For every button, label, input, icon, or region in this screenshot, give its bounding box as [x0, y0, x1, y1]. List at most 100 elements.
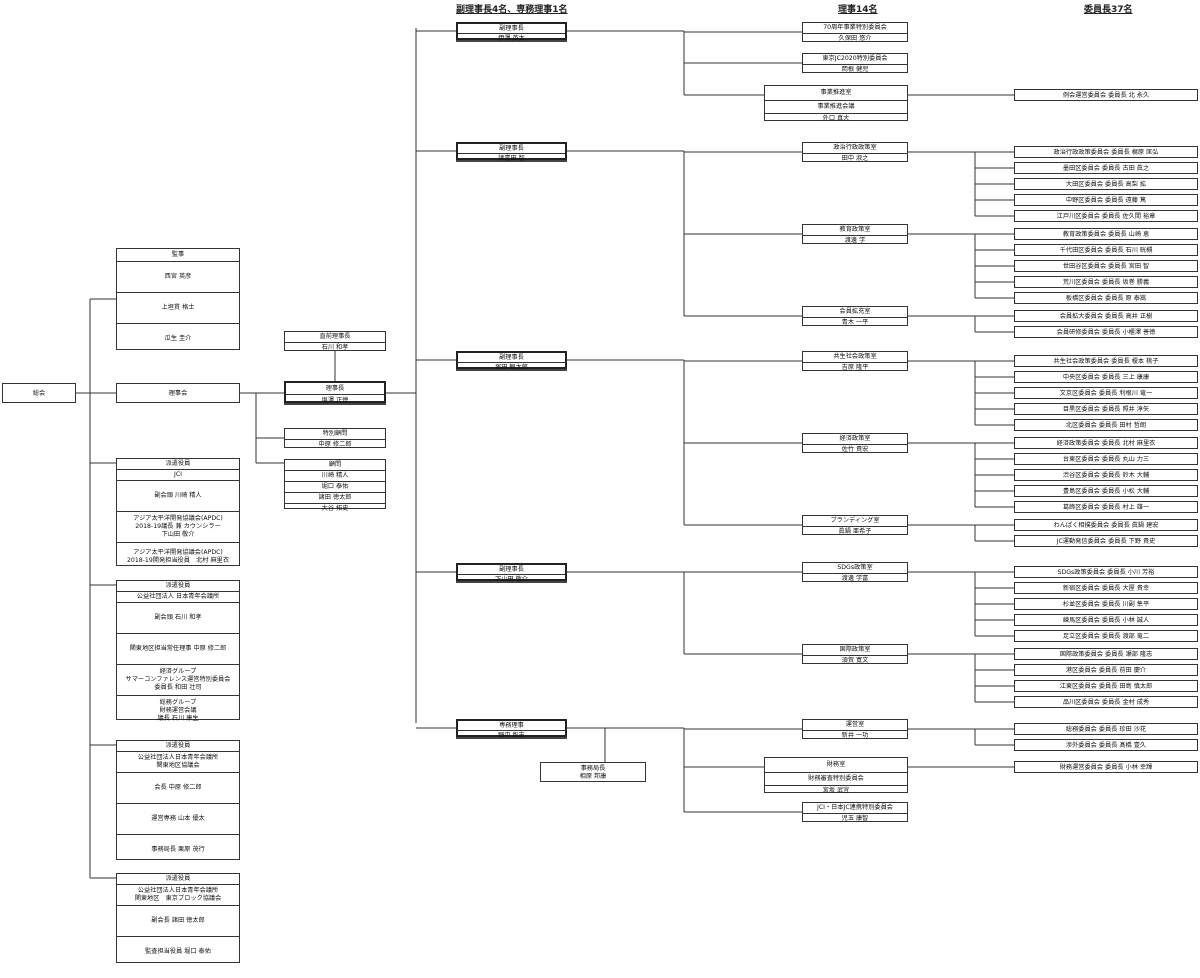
unit-title: SDGs政策室 — [837, 564, 873, 571]
managing-director-box: 専務理事野中 彰志 — [456, 719, 567, 739]
committee-chair-name: 千代田区委員会 委員長 石川 晄槻 — [1059, 247, 1153, 254]
dispatched-role: 会長 中原 修二郎 — [117, 772, 239, 803]
committee-chair-box: 北区委員会 委員長 田村 哲朗 — [1014, 419, 1198, 431]
committee-chair-name: JC運動発信委員会 委員長 下野 貴史 — [1056, 538, 1156, 545]
committee-chair-name: 新宿区委員会 委員長 大屋 貴幸 — [1062, 585, 1150, 592]
committee-chair-box: 会員拡大委員会 委員長 高井 正樹 — [1014, 310, 1198, 322]
committee-chair-box: 江戸川区委員会 委員長 佐久間 裕章 — [1014, 210, 1198, 222]
box-cell: 理事会 — [168, 390, 188, 397]
dispatched-title: 派遣役員 — [165, 742, 191, 749]
director-unit-box: 会員拡充室青木 一平 — [802, 306, 908, 326]
committee-chair-name: 墨田区委員会 委員長 古田 眞之 — [1062, 165, 1150, 172]
unit-title: ブランディング室 — [830, 517, 880, 524]
committee-chair-name: 江戸川区委員会 委員長 佐久間 裕章 — [1056, 213, 1156, 220]
committee-chair-box: 文京区委員会 委員長 利根川 竜一 — [1014, 387, 1198, 399]
dispatched-role: 関東地区担当常任理事 中原 修二郎 — [117, 633, 239, 664]
director-unit-box: 国際政策室須賀 寛文 — [802, 644, 908, 664]
vp-name: 諸富田 智 — [458, 153, 565, 163]
committee-chair-box: 教育政策委員会 委員長 山崎 恵 — [1014, 228, 1198, 240]
unit-title: 70周年事業特別委員会 — [823, 24, 887, 31]
committee-chair-box: 共生社会政策委員会 委員長 榎本 桃子 — [1014, 355, 1198, 367]
dispatched-org: JCI — [117, 469, 239, 480]
director-name: 岡根 健児 — [803, 64, 907, 75]
committee-chair-box: 目黒区委員会 委員長 照井 淳矢 — [1014, 403, 1198, 415]
committee-chair-name: 文京区委員会 委員長 利根川 竜一 — [1059, 390, 1153, 397]
committee-chair-name: 会員研修委員会 委員長 小櫃澤 善徳 — [1056, 329, 1156, 336]
committee-chair-name: 政治行政政策委員会 委員長 梶原 匡弘 — [1053, 149, 1159, 156]
director-name: 外口 真大 — [765, 113, 907, 124]
unit-title: 事業推進室 — [820, 89, 852, 96]
header-committee-chairs: 委員長37名 — [1084, 5, 1133, 15]
committee-chair-box: 品川区委員会 委員長 金村 成秀 — [1014, 696, 1198, 708]
president-box: 理事長塩澤 正徳 — [284, 381, 386, 406]
dispatched-role: 事務局長 栗原 茂行 — [117, 834, 239, 865]
committee-chair-name: 足立区委員会 委員長 渡部 竜二 — [1062, 633, 1150, 640]
committee-chair-name: 台東区委員会 委員長 丸山 力三 — [1062, 456, 1150, 463]
committee-chair-box: 豊島区委員会 委員長 小松 大輔 — [1014, 485, 1198, 497]
committee-chair-box: 板橋区委員会 委員長 原 泰嵩 — [1014, 292, 1198, 304]
unit-title: 運営室 — [845, 721, 865, 728]
committee-chair-box: JC運動発信委員会 委員長 下野 貴史 — [1014, 535, 1198, 547]
committee-chair-box: 政治行政政策委員会 委員長 梶原 匡弘 — [1014, 146, 1198, 158]
auditors-box: 監事西宮 英彦上垣貫 格士瓜生 圭介 — [116, 248, 240, 350]
committee-chair-box: 杉並区委員会 委員長 川副 隼平 — [1014, 598, 1198, 610]
secretariat-name: 事務局長 相原 邦康 — [579, 765, 607, 780]
vp-title: 副理事長 — [499, 144, 524, 152]
committee-chair-box: 江東区委員会 委員長 田島 慎太郎 — [1014, 680, 1198, 692]
committee-chair-name: 共生社会政策委員会 委員長 榎本 桃子 — [1053, 358, 1159, 365]
dispatched-role: 副会長 諸田 徳太郎 — [117, 905, 239, 936]
director-name: 吉原 隆平 — [803, 362, 907, 373]
dispatched-role: 経済グループ サマーコンファレンス運営特別委員会 委員長 和田 壮司 — [117, 664, 239, 695]
dispatched-role: 運営専務 山本 優太 — [117, 803, 239, 834]
committee-chair-box: 中野区委員会 委員長 遠藤 篤 — [1014, 194, 1198, 206]
director-unit-box: 経済政策室佐竹 貴宏 — [802, 433, 908, 453]
committee-chair-box: 例会運営委員会 委員長 北 永久 — [1014, 89, 1198, 101]
header-vice-presidents: 副理事長4名、専務理事1名 — [456, 5, 568, 15]
box-cell: 総会 — [32, 390, 46, 397]
committee-chair-name: 豊島区委員会 委員長 小松 大輔 — [1062, 488, 1150, 495]
header-directors: 理事14名 — [838, 5, 878, 15]
vice-president-box: 副理事長諸富田 智 — [456, 142, 567, 163]
vp-title: 副理事長 — [499, 24, 524, 32]
director-unit-box: 運営室新井 一功 — [802, 719, 908, 739]
advisor-name: 大谷 拓史 — [285, 503, 385, 514]
general-assembly-box: 総会 — [2, 383, 76, 403]
dispatched-officers-box: 派遣役員公益社団法人日本青年会議所 関東地区協議会会長 中原 修二郎運営専務 山… — [116, 740, 240, 860]
director-name: 渡邊 学富 — [803, 573, 907, 584]
committee-chair-box: 荒川区委員会 委員長 坂巻 勝義 — [1014, 276, 1198, 288]
committee-chair-name: 例会運営委員会 委員長 北 永久 — [1062, 92, 1150, 99]
committee-chair-box: 千代田区委員会 委員長 石川 晄槻 — [1014, 244, 1198, 256]
director-name: 児玉 康智 — [803, 813, 907, 824]
committee-chair-name: 教育政策委員会 委員長 山崎 恵 — [1062, 231, 1150, 238]
unit-title: 会員拡充室 — [839, 308, 871, 315]
unit-title: 教育政策室 — [839, 226, 871, 233]
committee-chair-box: 大田区委員会 委員長 高梨 拡 — [1014, 178, 1198, 190]
director-name: 新井 一功 — [803, 730, 907, 741]
committee-chair-box: 会員研修委員会 委員長 小櫃澤 善徳 — [1014, 326, 1198, 338]
director-name: 眞鍋 亜希子 — [803, 526, 907, 537]
committee-chair-box: 世田谷区委員会 委員長 宮田 智 — [1014, 260, 1198, 272]
dispatched-role: アジア太平洋開発協議会(APDC) 2018-19議長 兼 カウンシラー 下山田… — [117, 511, 239, 542]
dispatched-title: 派遣役員 — [165, 875, 191, 882]
director-unit-box: JCI・日本JC連携特別委員会児玉 康智 — [802, 802, 908, 822]
former-president-name: 石川 和孝 — [285, 342, 385, 353]
unit-title: 経済政策室 — [839, 435, 871, 442]
committee-chair-name: 港区委員会 委員長 前田 慶介 — [1065, 667, 1147, 674]
president-name: 塩澤 正徳 — [286, 394, 384, 406]
committee-chair-box: 中央区委員会 委員長 三上 康康 — [1014, 371, 1198, 383]
committee-chair-name: 世田谷区委員会 委員長 宮田 智 — [1062, 263, 1150, 270]
committee-chair-box: 足立区委員会 委員長 渡部 竜二 — [1014, 630, 1198, 642]
auditor-name: 上垣貫 格士 — [117, 292, 239, 323]
director-name: 須賀 寛文 — [803, 655, 907, 666]
unit-title: 財務室 — [826, 761, 846, 768]
committee-chair-name: 目黒区委員会 委員長 照井 淳矢 — [1062, 406, 1150, 413]
committee-chair-box: 渋谷区委員会 委員長 鈴木 大輔 — [1014, 469, 1198, 481]
director-name: 青木 一平 — [803, 317, 907, 328]
committee-chair-name: 中野区委員会 委員長 遠藤 篤 — [1065, 197, 1147, 204]
director-name: 宮坂 武宜 — [765, 785, 907, 796]
special-advisor-box: 特別顧問中原 修二郎 — [284, 428, 386, 448]
unit-title: 東京JC2020特別委員会 — [822, 55, 888, 62]
vp-title: 副理事長 — [499, 565, 524, 573]
